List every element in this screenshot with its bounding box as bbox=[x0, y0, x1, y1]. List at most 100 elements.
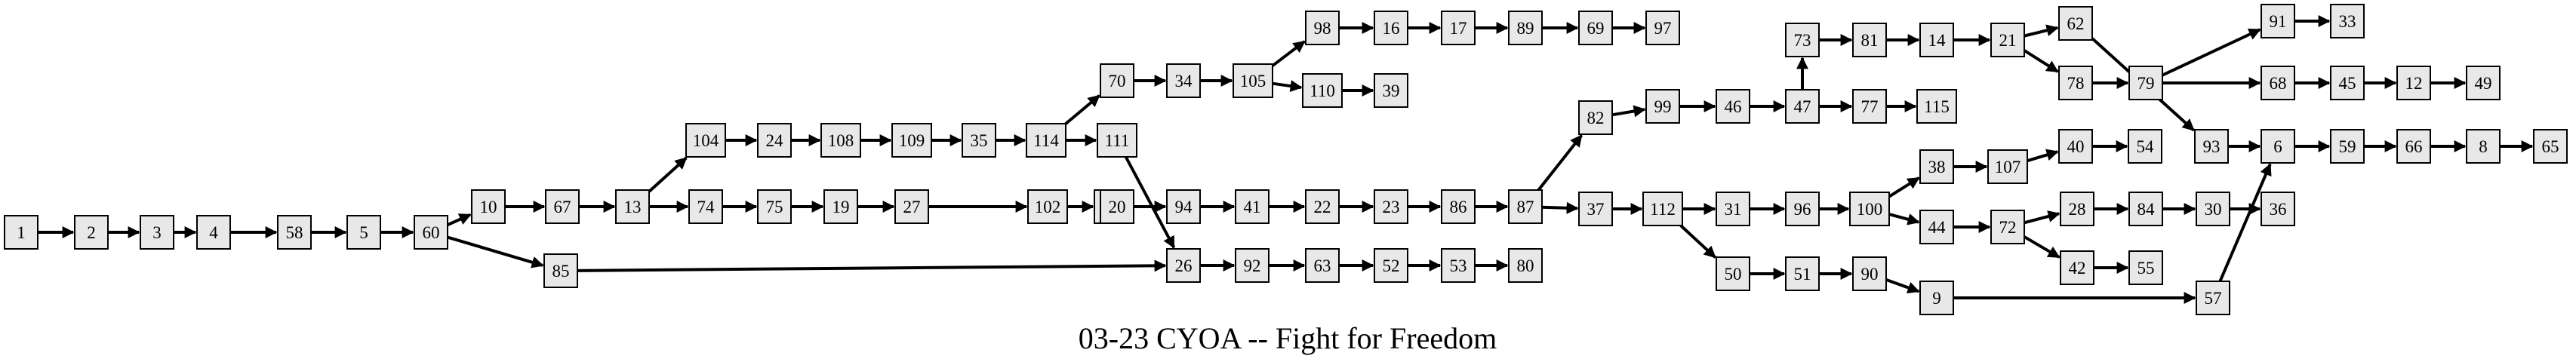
node-label: 49 bbox=[2475, 74, 2492, 93]
node-box bbox=[1785, 89, 1820, 124]
node-label: 20 bbox=[1109, 198, 1126, 216]
edge-90-to-9 bbox=[1885, 278, 1920, 294]
node-label: 67 bbox=[554, 198, 571, 216]
node-28: 28 bbox=[2060, 192, 2094, 226]
node-label: 26 bbox=[1175, 256, 1193, 275]
node-box bbox=[1235, 189, 1270, 224]
node-label: 53 bbox=[1450, 256, 1467, 275]
node-label: 65 bbox=[2542, 137, 2559, 156]
node-box bbox=[545, 189, 580, 224]
node-box bbox=[2058, 66, 2093, 100]
node-label: 115 bbox=[1924, 97, 1950, 116]
node-94: 94 bbox=[1166, 189, 1201, 224]
node-66: 66 bbox=[2396, 129, 2431, 164]
node-label: 57 bbox=[2205, 289, 2222, 308]
edge-105-to-98 bbox=[1271, 40, 1306, 67]
node-box bbox=[1441, 248, 1476, 283]
node-80: 80 bbox=[1508, 248, 1543, 283]
node-box bbox=[1990, 210, 2025, 244]
node-label: 68 bbox=[2270, 74, 2287, 93]
node-label: 97 bbox=[1654, 19, 1672, 38]
node-box bbox=[1785, 256, 1820, 291]
node-label: 85 bbox=[552, 262, 570, 281]
node-box bbox=[962, 123, 996, 158]
node-box bbox=[2194, 129, 2229, 164]
node-label: 73 bbox=[1794, 31, 1811, 50]
node-box bbox=[1919, 149, 1954, 184]
node-54: 54 bbox=[2128, 129, 2162, 164]
node-label: 33 bbox=[2339, 12, 2356, 31]
node-box bbox=[1305, 189, 1340, 224]
node-27: 27 bbox=[894, 189, 929, 224]
node-89: 89 bbox=[1508, 11, 1543, 45]
node-box bbox=[2196, 192, 2230, 226]
node-label: 24 bbox=[766, 131, 784, 150]
node-60: 60 bbox=[414, 215, 448, 250]
node-box bbox=[1441, 189, 1476, 224]
edge-111-to-26 bbox=[1124, 156, 1176, 249]
node-box bbox=[1916, 89, 1957, 124]
node-107: 107 bbox=[1987, 149, 2028, 184]
node-12: 12 bbox=[2396, 66, 2431, 100]
node-97: 97 bbox=[1645, 11, 1680, 45]
node-13: 13 bbox=[615, 189, 650, 224]
node-82: 82 bbox=[1578, 100, 1613, 135]
node-86: 86 bbox=[1441, 189, 1476, 224]
node-49: 49 bbox=[2466, 66, 2501, 100]
node-label: 30 bbox=[2205, 200, 2222, 219]
node-2: 2 bbox=[74, 215, 109, 250]
node-label: 82 bbox=[1587, 109, 1605, 127]
node-label: 96 bbox=[1794, 200, 1811, 219]
node-label: 9 bbox=[1932, 289, 1941, 308]
edge-100-to-38 bbox=[1888, 176, 1920, 198]
node-20: 20 bbox=[1100, 189, 1134, 224]
node-box bbox=[1990, 23, 2025, 57]
node-69: 69 bbox=[1578, 11, 1613, 45]
node-box bbox=[2261, 129, 2295, 164]
node-label: 4 bbox=[209, 223, 218, 242]
node-box bbox=[894, 189, 929, 224]
node-box bbox=[1100, 63, 1134, 98]
node-label: 102 bbox=[1035, 198, 1061, 216]
node-box bbox=[1166, 189, 1201, 224]
node-box bbox=[1235, 248, 1270, 283]
node-box bbox=[685, 123, 726, 158]
node-box bbox=[196, 215, 231, 250]
node-box bbox=[1166, 248, 1201, 283]
node-box bbox=[2128, 66, 2163, 100]
node-label: 77 bbox=[1861, 97, 1879, 116]
node-52: 52 bbox=[1374, 248, 1408, 283]
node-box bbox=[1645, 11, 1680, 45]
node-label: 23 bbox=[1383, 198, 1400, 216]
node-label: 60 bbox=[423, 223, 440, 242]
node-40: 40 bbox=[2058, 129, 2093, 164]
node-box bbox=[2330, 129, 2365, 164]
node-label: 84 bbox=[2137, 200, 2156, 219]
node-label: 63 bbox=[1314, 256, 1331, 275]
node-47: 47 bbox=[1785, 89, 1820, 124]
node-16: 16 bbox=[1374, 11, 1408, 45]
node-box bbox=[2196, 281, 2230, 315]
node-57: 57 bbox=[2196, 281, 2230, 315]
node-box bbox=[346, 215, 381, 250]
node-26: 26 bbox=[1166, 248, 1201, 283]
node-box bbox=[2058, 6, 2093, 41]
edge-57-to-6 bbox=[2218, 163, 2272, 282]
node-box bbox=[1508, 11, 1543, 45]
node-box bbox=[2128, 129, 2162, 164]
node-box bbox=[1027, 189, 1068, 224]
node-label: 79 bbox=[2137, 74, 2155, 93]
node-label: 41 bbox=[1244, 198, 1261, 216]
node-label: 72 bbox=[1999, 218, 2017, 237]
node-19: 19 bbox=[823, 189, 858, 224]
node-box bbox=[1100, 189, 1134, 224]
node-label: 10 bbox=[480, 198, 497, 216]
node-box bbox=[1374, 189, 1408, 224]
node-box bbox=[2058, 129, 2093, 164]
node-93: 93 bbox=[2194, 129, 2229, 164]
node-label: 105 bbox=[1240, 72, 1266, 90]
edge-107-to-40 bbox=[2027, 149, 2059, 163]
node-label: 44 bbox=[1928, 218, 1947, 237]
node-box bbox=[2261, 66, 2295, 100]
edge-79-to-91 bbox=[2162, 28, 2261, 77]
